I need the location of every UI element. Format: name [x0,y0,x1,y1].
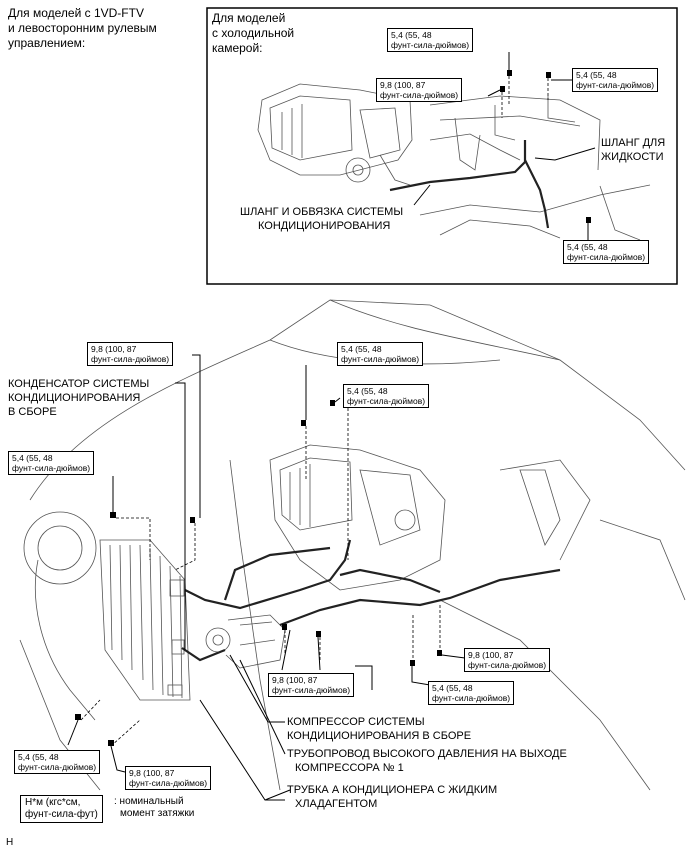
torque-unit-legend-box: Н*м (кгс*см, фунт-сила-фут) [20,795,103,823]
refrigerant-pipes [181,539,561,662]
condenser-label-line3: В СБОРЕ [8,406,57,418]
torque-callout-bottom-left: 5,4 (55, 48 фунт-сила-дюймов) [14,750,101,774]
inset-hvac-unit [257,83,413,186]
inset-liquid-hose [524,159,550,229]
torque-unit: фунт-сила-дюймов) [380,90,459,100]
inset-torque-callout-1: 5,4 (55, 48 фунт-сила-дюймов) [387,28,474,52]
torque-unit: фунт-сила-дюймов) [12,463,91,473]
inset-title-line1: Для моделей [212,11,286,25]
liquid-tube-label-line2: ХЛАДАГЕНТОМ [295,798,378,810]
inset-bolt-icons [500,70,591,223]
inset-leaders [413,52,596,240]
torque-unit: фунт-сила-дюймов) [567,252,646,262]
model-condition-line2: и левосторонним рулевым [8,21,157,35]
inset-frame [206,7,678,285]
legend-desc-line2: момент затяжки [120,808,195,819]
model-condition-line1: Для моделей с 1VD-FTV [8,6,144,20]
torque-unit: фунт-сила-дюймов) [91,354,170,364]
torque-unit: фунт-сила-дюймов) [347,396,426,406]
torque-unit: фунт-сила-дюймов) [576,80,655,90]
condenser-drawing [99,539,191,701]
torque-callout-bottom: 9,8 (100, 87 фунт-сила-дюймов) [125,766,212,790]
inset-title-line2: с холодильной [212,26,295,40]
torque-value: 9,8 (100, 87 [468,650,514,660]
inset-torque-callout-4: 5,4 (55, 48 фунт-сила-дюймов) [563,240,650,264]
legend-unit-line1: Н*м (кгс*см, [25,797,81,808]
torque-callout-a: 5,4 (55, 48 фунт-сила-дюймов) [337,342,424,366]
legend-desc-line1: : номинальный [114,796,184,807]
bolt-icons [75,400,442,746]
inset-torque-callout-3: 9,8 (100, 87 фунт-сила-дюймов) [376,78,463,102]
torque-value: 9,8 (100, 87 [91,344,137,354]
liquid-tube-label-line1: ТРУБКА А КОНДИЦИОНЕРА С ЖИДКИМ [287,784,498,796]
torque-callout-b: 5,4 (55, 48 фунт-сила-дюймов) [343,384,430,408]
torque-value: 5,4 (55, 48 [567,242,608,252]
torque-value: 5,4 (55, 48 [12,453,53,463]
condenser-label-line1: КОНДЕНСАТОР СИСТЕМЫ [8,378,150,390]
torque-value: 9,8 (100, 87 [272,675,318,685]
torque-unit: фунт-сила-дюймов) [272,685,351,695]
torque-value: 5,4 (55, 48 [432,683,473,693]
torque-callout-right: 9,8 (100, 87 фунт-сила-дюймов) [464,648,551,672]
torque-callout-right-2: 5,4 (55, 48 фунт-сила-дюймов) [428,681,515,705]
torque-value: 5,4 (55, 48 [18,752,59,762]
hvac-unit-drawing [269,444,446,591]
inset-torque-callout-2: 5,4 (55, 48 фунт-сила-дюймов) [572,68,659,92]
liquid-hose-label-line2: ЖИДКОСТИ [601,151,664,163]
liquid-hose-label-line1: ШЛАНГ ДЛЯ [601,137,666,149]
torque-unit: фунт-сила-дюймов) [468,660,547,670]
hp-pipe-label-line1: ТРУБОПРОВОД ВЫСОКОГО ДАВЛЕНИЯ НА ВЫХОДЕ [287,748,567,760]
torque-unit: фунт-сила-дюймов) [129,778,208,788]
inset-dashed [501,76,549,118]
main-dashed [80,408,441,747]
torque-unit: фунт-сила-дюймов) [341,354,420,364]
legend-unit-line2: фунт-сила-фут) [25,809,98,820]
hp-pipe-label-line2: КОМПРЕССОРА № 1 [295,762,404,774]
torque-callout-top: 9,8 (100, 87 фунт-сила-дюймов) [87,342,174,366]
inset-title-line3: камерой: [212,41,263,55]
figure-code: H [6,837,14,848]
main-leaders [67,354,466,801]
torque-unit: фунт-сила-дюймов) [432,693,511,703]
inset-ac-hose [389,140,527,192]
model-condition-line3: управлением: [8,36,86,50]
torque-callout-mid: 9,8 (100, 87 фунт-сила-дюймов) [268,673,355,697]
ac-hose-label-line2: КОНДИЦИОНИРОВАНИЯ [258,220,391,232]
torque-value: 5,4 (55, 48 [347,386,388,396]
ac-hose-label-line1: ШЛАНГ И ОБВЯЗКА СИСТЕМЫ [240,206,404,218]
compressor-label-line2: КОНДИЦИОНИРОВАНИЯ В СБОРЕ [287,730,472,742]
compressor-drawing [205,614,286,669]
torque-value: 5,4 (55, 48 [391,30,432,40]
torque-value: 9,8 (100, 87 [380,80,426,90]
condenser-label-line2: КОНДИЦИОНИРОВАНИЯ [8,392,141,404]
torque-value: 9,8 (100, 87 [129,768,175,778]
compressor-label-line1: КОМПРЕССОР СИСТЕМЫ [287,716,425,728]
torque-callout-left: 5,4 (55, 48 фунт-сила-дюймов) [8,451,95,475]
torque-value: 5,4 (55, 48 [576,70,617,80]
torque-unit: фунт-сила-дюймов) [18,762,97,772]
inset-console [419,95,651,241]
torque-value: 5,4 (55, 48 [341,344,382,354]
torque-unit: фунт-сила-дюймов) [391,40,470,50]
